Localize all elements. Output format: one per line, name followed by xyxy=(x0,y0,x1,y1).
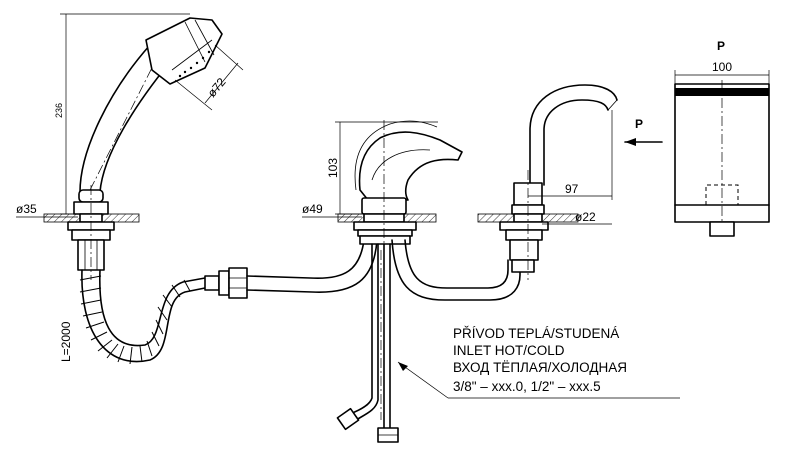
shower-head xyxy=(145,17,223,85)
side-view: P 100 xyxy=(674,39,770,237)
mixer-valve: 103 ø49 xyxy=(302,120,463,250)
mixer-base-diameter-label: ø49 xyxy=(302,202,323,216)
inlet-note-line-sizes: 3/8" – xxx.0, 1/2" – xxx.5 xyxy=(453,379,601,394)
hand-shower-base-diameter-label: ø35 xyxy=(16,202,37,216)
view-arrow-label: P xyxy=(635,117,643,131)
view-arrow: P xyxy=(624,117,663,146)
inlet-note: PŘÍVOD TEPLÁ/STUDENÁ INLET HOT/COLD ВХОД… xyxy=(397,326,680,399)
spout-reach-label: 97 xyxy=(565,182,579,196)
mixer-lever xyxy=(358,131,463,201)
hose-length-label: L=2000 xyxy=(59,321,73,362)
hand-shower: ø72 236 ø35 xyxy=(16,13,244,280)
flex-hose: L=2000 xyxy=(59,267,248,365)
inlet-note-line-cz: PŘÍVOD TEPLÁ/STUDENÁ xyxy=(453,326,619,341)
mixer-to-spout-pipe xyxy=(391,239,521,301)
inlet-note-line-en: INLET HOT/COLD xyxy=(453,343,565,358)
spout-base-diameter-label: ø22 xyxy=(575,210,596,224)
side-view-title: P xyxy=(717,39,725,53)
spout: 97 ø22 xyxy=(477,84,618,280)
supply-hoses xyxy=(336,243,399,443)
connecting-pipe xyxy=(246,239,365,280)
hand-shower-height-label: 236 xyxy=(54,103,64,118)
mixer-height-label: 103 xyxy=(326,158,340,178)
side-view-width-label: 100 xyxy=(712,60,732,74)
inlet-note-line-ru: ВХОД ТЁПЛАЯ/ХОЛОДНАЯ xyxy=(453,360,627,375)
spray-nozzles xyxy=(178,50,211,78)
